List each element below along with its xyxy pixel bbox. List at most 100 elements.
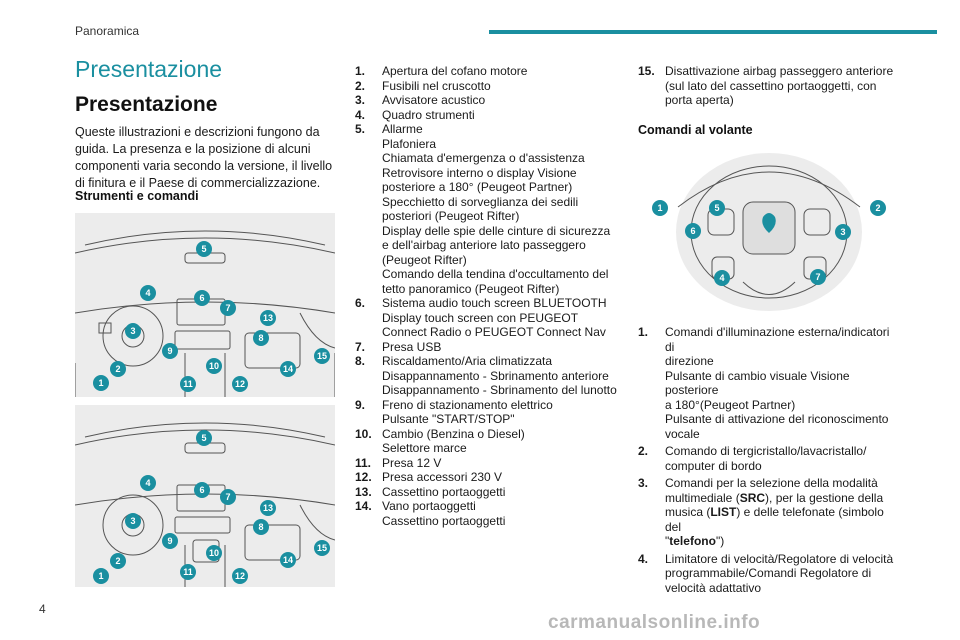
item-text-line: Apertura del cofano motore [382,64,528,78]
callout-marker: 9 [162,533,178,549]
callout-circle [206,545,222,561]
callout-number: 12 [235,571,245,581]
list-item: 13.Cassettino portaoggetti [355,485,620,500]
callout-number: 9 [167,536,172,546]
callout-circle [196,430,212,446]
callout-marker: 14 [280,361,296,377]
callout-number: 2 [115,556,120,566]
callout-marker: 6 [685,223,701,239]
callout-circle [835,224,851,240]
callout-circle [232,376,248,392]
callout-number: 3 [840,227,845,237]
callout-marker: 13 [260,310,276,326]
callout-circle [810,269,826,285]
callout-circle [196,241,212,257]
callout-marker: 15 [314,540,330,556]
callout-number: 7 [815,272,820,282]
callout-number: 1 [98,378,103,388]
callout-marker: 1 [93,375,109,391]
item-number: 12. [355,470,372,484]
callout-circle [280,552,296,568]
item-text-line: a 180°(Peugeot Partner) [665,397,796,412]
callout-marker: 11 [180,564,196,580]
callout-circle [870,200,886,216]
item-text-line: Plafoniera [382,136,437,151]
callout-circle [180,376,196,392]
callout-number: 3 [130,516,135,526]
callout-circle [110,553,126,569]
callout-number: 11 [183,567,193,577]
callout-marker: 8 [253,330,269,346]
callout-number: 5 [201,433,206,443]
item-text-line: Comandi per la selezione della modalità [665,476,878,490]
callout-circle [314,540,330,556]
callout-number: 5 [201,244,206,254]
instruments-heading: Strumenti e comandi [75,189,199,203]
instruments-list-continued: 15.Disattivazione airbag passeggero ante… [638,64,900,108]
item-number: 2. [355,78,366,93]
list-item: 2.Fusibili nel cruscotto [355,79,620,94]
item-text-line: Retrovisore interno o display Visione [382,165,577,180]
callout-number: 6 [199,485,204,495]
callout-marker: 7 [220,489,236,505]
callout-marker: 4 [714,270,730,286]
watermark: carmanualsonline.info [548,612,761,633]
list-item: 11.Presa 12 V [355,456,620,471]
item-number: 10. [355,426,372,441]
item-text-line: Connect Radio o PEUGEOT Connect Nav [382,325,606,339]
callout-circle [253,519,269,535]
item-text-line: musica (LIST) e delle telefonate (simbol… [665,505,884,534]
item-text-line: (Peugeot Rifter) [382,252,467,267]
item-number: 4. [638,551,649,566]
item-text-line: Presa USB [382,339,442,354]
item-text-line: Comando di tergicristallo/lavacristallo/ [665,444,867,458]
callout-number: 6 [199,293,204,303]
item-text-line: Cassettino portaoggetti [382,513,506,528]
item-text-line: Pulsante di attivazione del riconoscimen… [665,412,889,426]
item-text-line: Selettore marce [382,441,467,455]
callout-number: 7 [225,303,230,313]
callout-circle [194,290,210,306]
item-number: 4. [355,107,366,122]
callout-number: 12 [235,379,245,389]
item-text-line: Specchietto di sorveglianza dei sedili [382,194,579,209]
item-text-line: "telefono") [665,534,725,548]
item-text-line: direzione [665,354,714,368]
callout-number: 11 [183,379,193,389]
callout-marker: 12 [232,568,248,584]
callout-number: 10 [209,361,219,371]
callout-circle [93,375,109,391]
item-number: 6. [355,296,366,310]
item-text-line: Disappannamento - Sbrinamento del lunott… [382,383,617,397]
callout-number: 4 [719,273,724,283]
list-item: 4.Limitatore di velocità/Regolatore di v… [638,552,900,596]
callout-circle [652,200,668,216]
page-number: 4 [39,602,46,616]
item-number: 13. [355,484,372,499]
callout-number: 7 [225,492,230,502]
steering-controls-list: 1.Comandi d'illuminazione esterna/indica… [638,325,900,598]
list-item: 12.Presa accessori 230 V [355,470,620,485]
item-text-line: (sul lato del cassettino portaoggetti, c… [665,78,877,93]
list-item: 15.Disattivazione airbag passeggero ante… [638,64,900,108]
callout-number: 6 [690,226,695,236]
item-number: 3. [355,93,366,107]
item-text-line: Freno di stazionamento elettrico [382,397,553,412]
item-text-line: Display delle spie delle cinture di sicu… [382,223,611,238]
callout-marker: 13 [260,500,276,516]
list-item: 1.Apertura del cofano motore [355,64,620,79]
item-number: 2. [638,444,649,458]
item-text-line: Allarme [382,122,423,136]
item-text-line: porta aperta) [665,93,734,107]
callout-marker: 1 [93,568,109,584]
item-text-line: Cambio (Benzina o Diesel) [382,426,525,441]
callout-number: 14 [283,364,293,374]
item-number: 11. [355,455,372,470]
section-heading: Presentazione [75,93,218,116]
item-text-line: Avvisatore acustico [382,93,486,107]
